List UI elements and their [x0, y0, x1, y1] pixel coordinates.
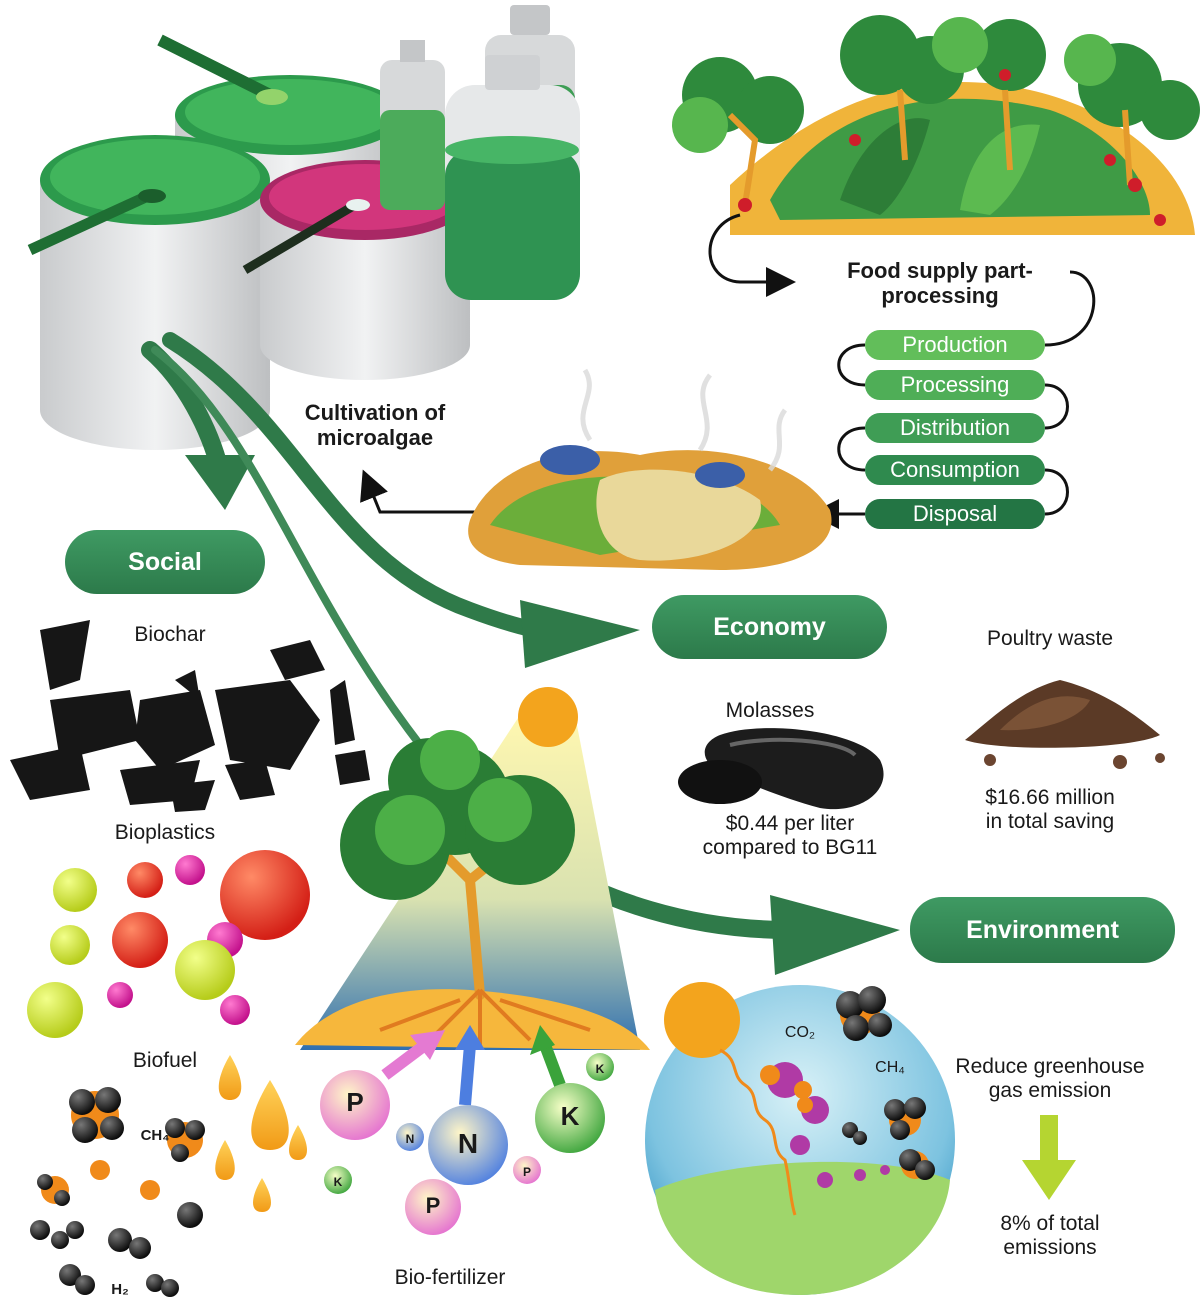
molasses-blobs	[678, 728, 884, 810]
stage-production: Production	[865, 330, 1045, 360]
co2-label: CO₂	[784, 1024, 816, 1041]
food-waste-pile	[468, 368, 832, 570]
reduce-arrow	[1022, 1115, 1076, 1200]
nutrient-balls	[320, 1053, 614, 1235]
biofertilizer-label: Bio-fertilizer	[394, 1266, 506, 1289]
nutrient-p-label: P	[346, 1087, 364, 1117]
total-emissions-text: 8% of total emissions	[1000, 1212, 1100, 1259]
nutrient-k-label: K	[560, 1101, 580, 1131]
biofuel-drops	[215, 1055, 307, 1212]
economy-pill: Economy	[652, 595, 887, 659]
stage-distribution: Distribution	[865, 413, 1045, 443]
stage-consumption: Consumption	[865, 455, 1045, 485]
biochar-pieces	[10, 620, 370, 812]
molasses-value: $0.44 per liter compared to BG11	[702, 812, 878, 859]
biofuel-label: Biofuel	[132, 1049, 198, 1072]
cultivation-label: Cultivation of microalgae	[304, 400, 446, 450]
nutrient-k-small-label: K	[595, 1062, 605, 1076]
nutrient-n-label: N	[457, 1128, 479, 1159]
nutrient-arrows	[381, 1025, 566, 1106]
social-pill: Social	[65, 530, 265, 594]
environment-pill: Environment	[910, 897, 1175, 963]
tree-illustration	[295, 687, 650, 1050]
nutrient-n-small-label: N	[405, 1132, 415, 1146]
globe-ch4-label: CH₄	[875, 1059, 905, 1076]
nutrient-k-small-label-2: K	[333, 1175, 343, 1189]
stage-disposal: Disposal	[865, 499, 1045, 529]
bioplastic-balls	[27, 850, 310, 1038]
nutrient-p-label-2: P	[425, 1193, 441, 1218]
biofuel-ch4-label: CH₄	[140, 1127, 170, 1144]
molasses-title: Molasses	[725, 699, 815, 722]
bioreactor-tanks	[27, 5, 580, 450]
poultry-waste-pile	[965, 680, 1165, 769]
biofuel-molecules	[30, 1087, 205, 1297]
orchard-illustration	[672, 15, 1200, 235]
biofuel-h2-label: H₂	[111, 1281, 129, 1298]
nutrient-p-small-label: P	[522, 1165, 531, 1179]
poultry-title: Poultry waste	[986, 627, 1114, 650]
atmosphere-globe	[645, 982, 955, 1295]
bioplastics-label: Bioplastics	[114, 821, 216, 844]
poultry-value: $16.66 million in total saving	[985, 786, 1115, 833]
reduce-ghg-text: Reduce greenhouse gas emission	[955, 1055, 1145, 1102]
stage-processing: Processing	[865, 370, 1045, 400]
sun-icon	[664, 982, 740, 1058]
sun-icon	[518, 687, 578, 747]
biochar-label: Biochar	[134, 623, 206, 646]
food-supply-title: Food supply part-processing	[847, 258, 1033, 308]
